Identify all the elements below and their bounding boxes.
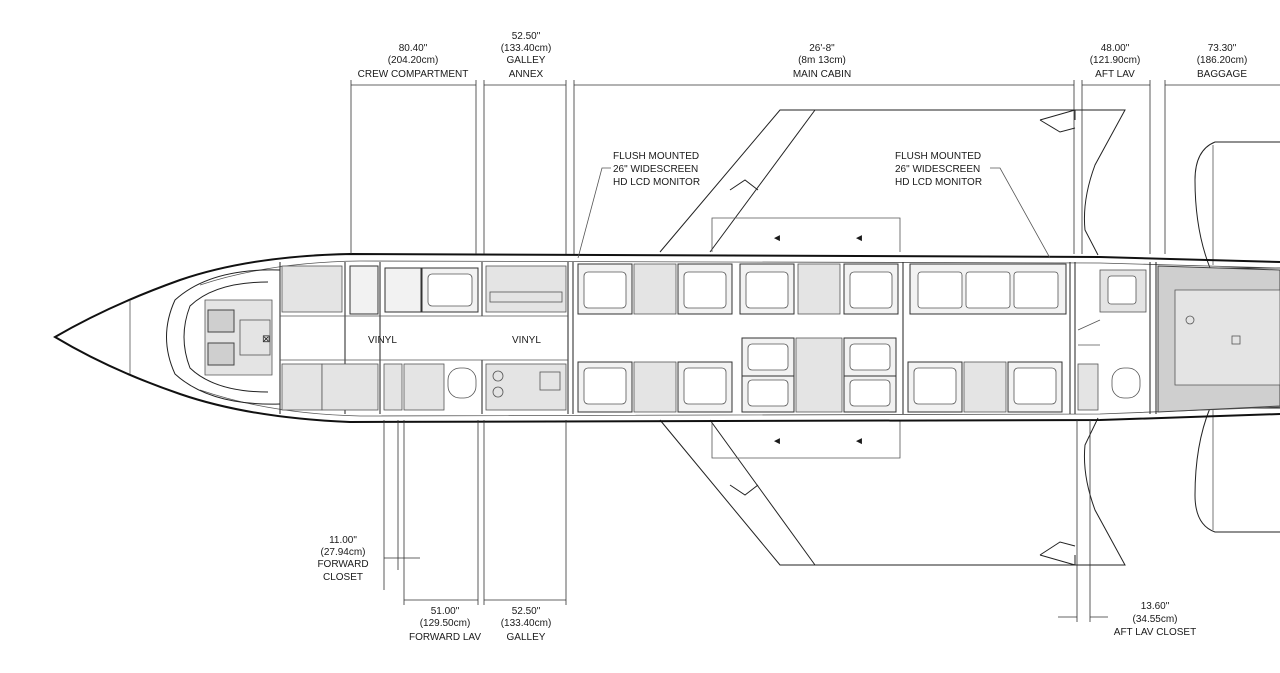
dim-galley-annex: 52.50" (133.40cm) GALLEY ANNEX bbox=[501, 31, 552, 80]
svg-text:AFT LAV CLOSET: AFT LAV CLOSET bbox=[1114, 627, 1196, 638]
svg-text:GALLEY: GALLEY bbox=[507, 632, 546, 643]
dim-crew-compartment: 80.40" (204.20cm) CREW COMPARTMENT bbox=[358, 43, 469, 80]
svg-text:(204.20cm): (204.20cm) bbox=[388, 55, 439, 66]
svg-text:(133.40cm): (133.40cm) bbox=[501, 43, 552, 54]
dim-main-cabin: 26'-8" (8m 13cm) MAIN CABIN bbox=[793, 43, 851, 80]
lower-wing bbox=[659, 419, 1076, 566]
monitor-callout-aft: FLUSH MOUNTED 26" WIDESCREEN HD LCD MONI… bbox=[895, 151, 1051, 259]
svg-text:(34.55cm): (34.55cm) bbox=[1132, 614, 1177, 625]
svg-text:FLUSH MOUNTED: FLUSH MOUNTED bbox=[613, 151, 699, 162]
arrow-icon: ◄ bbox=[772, 233, 782, 244]
svg-text:(133.40cm): (133.40cm) bbox=[501, 618, 552, 629]
baggage-compartment bbox=[1157, 265, 1280, 413]
arrow-icon: ◄ bbox=[854, 233, 864, 244]
svg-text:FORWARD: FORWARD bbox=[317, 559, 368, 570]
engine-lower bbox=[1194, 407, 1280, 533]
svg-text:(27.94cm): (27.94cm) bbox=[320, 547, 365, 558]
bottom-dimension-lines bbox=[383, 420, 1108, 622]
svg-text:11.00": 11.00" bbox=[329, 535, 357, 546]
dim-aft-lav: 48.00" (121.90cm) AFT LAV bbox=[1090, 43, 1141, 80]
svg-text:(129.50cm): (129.50cm) bbox=[420, 618, 471, 629]
svg-text:ANNEX: ANNEX bbox=[509, 69, 544, 80]
svg-text:26" WIDESCREEN: 26" WIDESCREEN bbox=[895, 164, 980, 175]
svg-text:AFT LAV: AFT LAV bbox=[1095, 69, 1135, 80]
svg-text:80.40": 80.40" bbox=[399, 43, 428, 54]
svg-text:13.60": 13.60" bbox=[1141, 601, 1170, 612]
svg-text:BAGGAGE: BAGGAGE bbox=[1197, 69, 1247, 80]
svg-text:52.50": 52.50" bbox=[512, 31, 541, 42]
svg-text:FORWARD LAV: FORWARD LAV bbox=[409, 632, 481, 643]
svg-text:FLUSH MOUNTED: FLUSH MOUNTED bbox=[895, 151, 981, 162]
dim-forward-lav: 51.00" (129.50cm) FORWARD LAV bbox=[409, 606, 481, 643]
svg-text:CLOSET: CLOSET bbox=[323, 572, 363, 583]
svg-text:51.00": 51.00" bbox=[431, 606, 460, 617]
crew-furniture bbox=[281, 265, 479, 411]
svg-text:(121.90cm): (121.90cm) bbox=[1090, 55, 1141, 66]
galley-floor-label: VINYL bbox=[512, 335, 541, 346]
dim-baggage: 73.30" (186.20cm) BAGGAGE bbox=[1197, 43, 1248, 80]
top-dimension-lines bbox=[350, 80, 1280, 254]
svg-text:HD LCD MONITOR: HD LCD MONITOR bbox=[895, 177, 982, 188]
dim-forward-closet: 11.00" (27.94cm) FORWARD CLOSET bbox=[317, 535, 368, 583]
forward-lav-galley bbox=[383, 265, 567, 411]
dim-aft-lav-closet: 13.60" (34.55cm) AFT LAV CLOSET bbox=[1114, 601, 1196, 638]
svg-text:CREW COMPARTMENT: CREW COMPARTMENT bbox=[358, 69, 469, 80]
svg-text:26'-8": 26'-8" bbox=[809, 43, 835, 54]
arrow-icon: ◄ bbox=[772, 436, 782, 447]
main-cabin-seats bbox=[577, 263, 1067, 413]
cockpit-glyph: ⊠ bbox=[262, 334, 270, 345]
svg-text:(8m 13cm): (8m 13cm) bbox=[798, 55, 846, 66]
tail-stabilizer bbox=[1075, 109, 1126, 566]
aft-lav bbox=[1077, 269, 1147, 411]
svg-text:48.00": 48.00" bbox=[1101, 43, 1130, 54]
upper-wing bbox=[659, 109, 1076, 253]
cockpit: ⊠ bbox=[166, 269, 281, 405]
svg-text:(186.20cm): (186.20cm) bbox=[1197, 55, 1248, 66]
engine-upper bbox=[1194, 141, 1280, 269]
svg-text:GALLEY: GALLEY bbox=[507, 55, 546, 66]
dim-galley: 52.50" (133.40cm) GALLEY bbox=[501, 606, 552, 643]
monitor-callout-forward: FLUSH MOUNTED 26" WIDESCREEN HD LCD MONI… bbox=[577, 151, 700, 259]
svg-text:MAIN CABIN: MAIN CABIN bbox=[793, 69, 851, 80]
svg-text:73.30": 73.30" bbox=[1208, 43, 1237, 54]
svg-text:52.50": 52.50" bbox=[512, 606, 541, 617]
svg-text:26" WIDESCREEN: 26" WIDESCREEN bbox=[613, 164, 698, 175]
crew-floor-label: VINYL bbox=[368, 335, 397, 346]
svg-text:HD LCD MONITOR: HD LCD MONITOR bbox=[613, 177, 700, 188]
arrow-icon: ◄ bbox=[854, 436, 864, 447]
